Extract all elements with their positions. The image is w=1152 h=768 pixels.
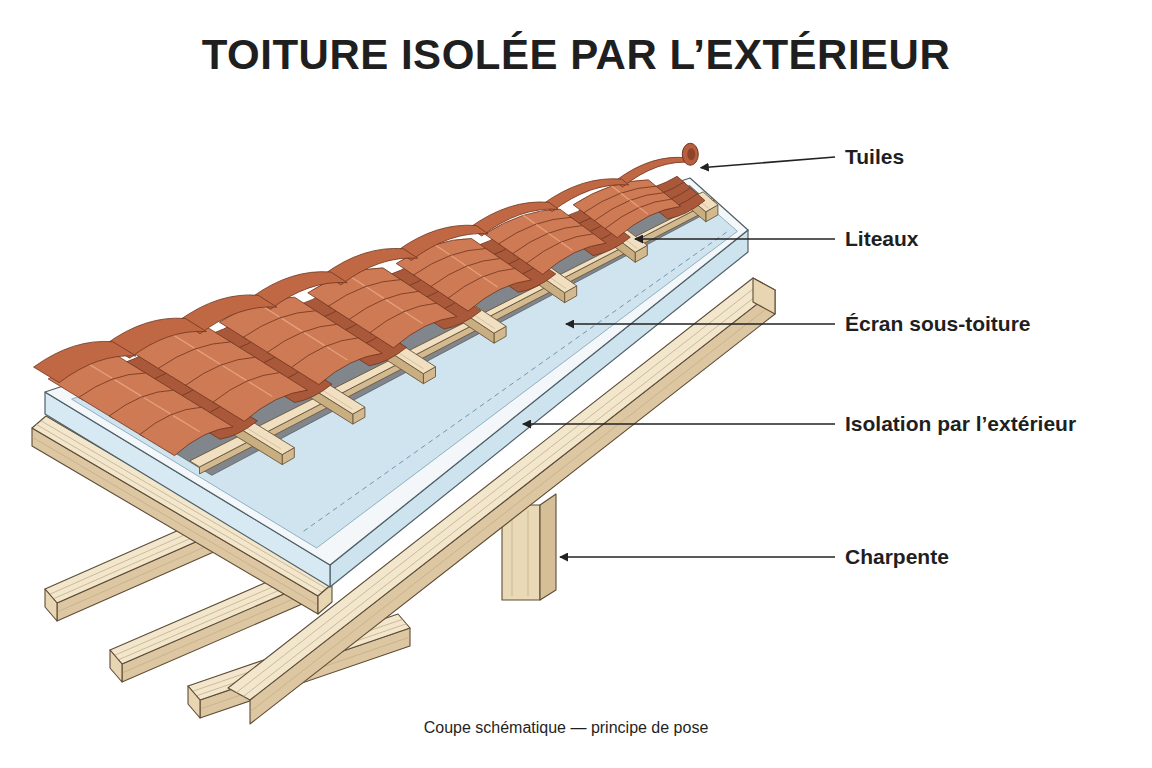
tile-highlight xyxy=(483,277,497,287)
ridge-tile xyxy=(34,341,136,382)
leader-line xyxy=(523,423,835,425)
wood-grain xyxy=(528,510,529,596)
part-label: Isolation par l’extérieur xyxy=(845,411,1076,436)
tile-highlight xyxy=(197,350,221,365)
cover-tile xyxy=(291,338,382,385)
tile-highlight xyxy=(386,300,403,311)
tile-highlight xyxy=(621,193,629,200)
leader-line xyxy=(560,556,835,558)
tile-highlight xyxy=(523,215,534,223)
tile-highlight xyxy=(405,312,422,323)
tile-highlight xyxy=(630,200,638,207)
tile-highlight xyxy=(173,416,199,432)
part-label: Charpente xyxy=(845,544,949,569)
rafter-beam xyxy=(110,650,122,682)
ridge-tile-end xyxy=(682,143,698,165)
tile-highlight xyxy=(366,287,383,298)
batten xyxy=(200,200,715,474)
rafter-beam xyxy=(45,589,57,621)
rafter-beam xyxy=(188,686,200,718)
roof-section xyxy=(32,143,775,724)
tile-highlight xyxy=(435,245,449,255)
tile-highlight xyxy=(612,186,620,193)
purlin-beam xyxy=(753,278,775,314)
part-label: Tuiles xyxy=(845,144,904,169)
leader-line xyxy=(566,323,835,325)
leader-lines xyxy=(523,157,835,557)
cover-tile xyxy=(213,373,308,422)
tile-highlight xyxy=(639,208,647,215)
tile-highlight xyxy=(549,233,560,241)
part-label: Écran sous-toiture xyxy=(845,311,1031,336)
wood-grain xyxy=(512,510,513,596)
tile-highlight xyxy=(223,366,247,381)
tile-highlight xyxy=(304,333,325,346)
tile-highlight xyxy=(282,318,303,331)
diagram-title: TOITURE ISOLÉE PAR L’EXTÉRIEUR xyxy=(202,30,951,80)
membrane-strip xyxy=(92,186,715,476)
post-block xyxy=(540,494,556,600)
ridge-tile xyxy=(615,157,693,187)
tile-highlight xyxy=(171,334,195,349)
tile-highlight xyxy=(451,256,465,266)
tile-highlight xyxy=(327,347,348,360)
leader-line xyxy=(701,157,835,168)
cover-tile xyxy=(140,407,233,455)
tile-highlight xyxy=(536,224,547,232)
cover-tile xyxy=(605,199,681,238)
tile-highlight xyxy=(561,242,572,250)
tile-highlight xyxy=(115,380,141,396)
diagram-caption: Coupe schématique — principe de pose xyxy=(424,718,709,737)
tile-highlight xyxy=(467,267,481,277)
cover-tile xyxy=(370,303,457,348)
cover-tile xyxy=(448,269,531,312)
tile-highlight xyxy=(249,382,273,397)
insulation-top xyxy=(45,178,748,565)
part-label: Liteaux xyxy=(845,226,919,251)
cover-tile xyxy=(527,234,606,275)
ridge-tile-end xyxy=(687,148,695,160)
tile-highlight xyxy=(144,398,170,414)
leader-line xyxy=(635,238,835,240)
